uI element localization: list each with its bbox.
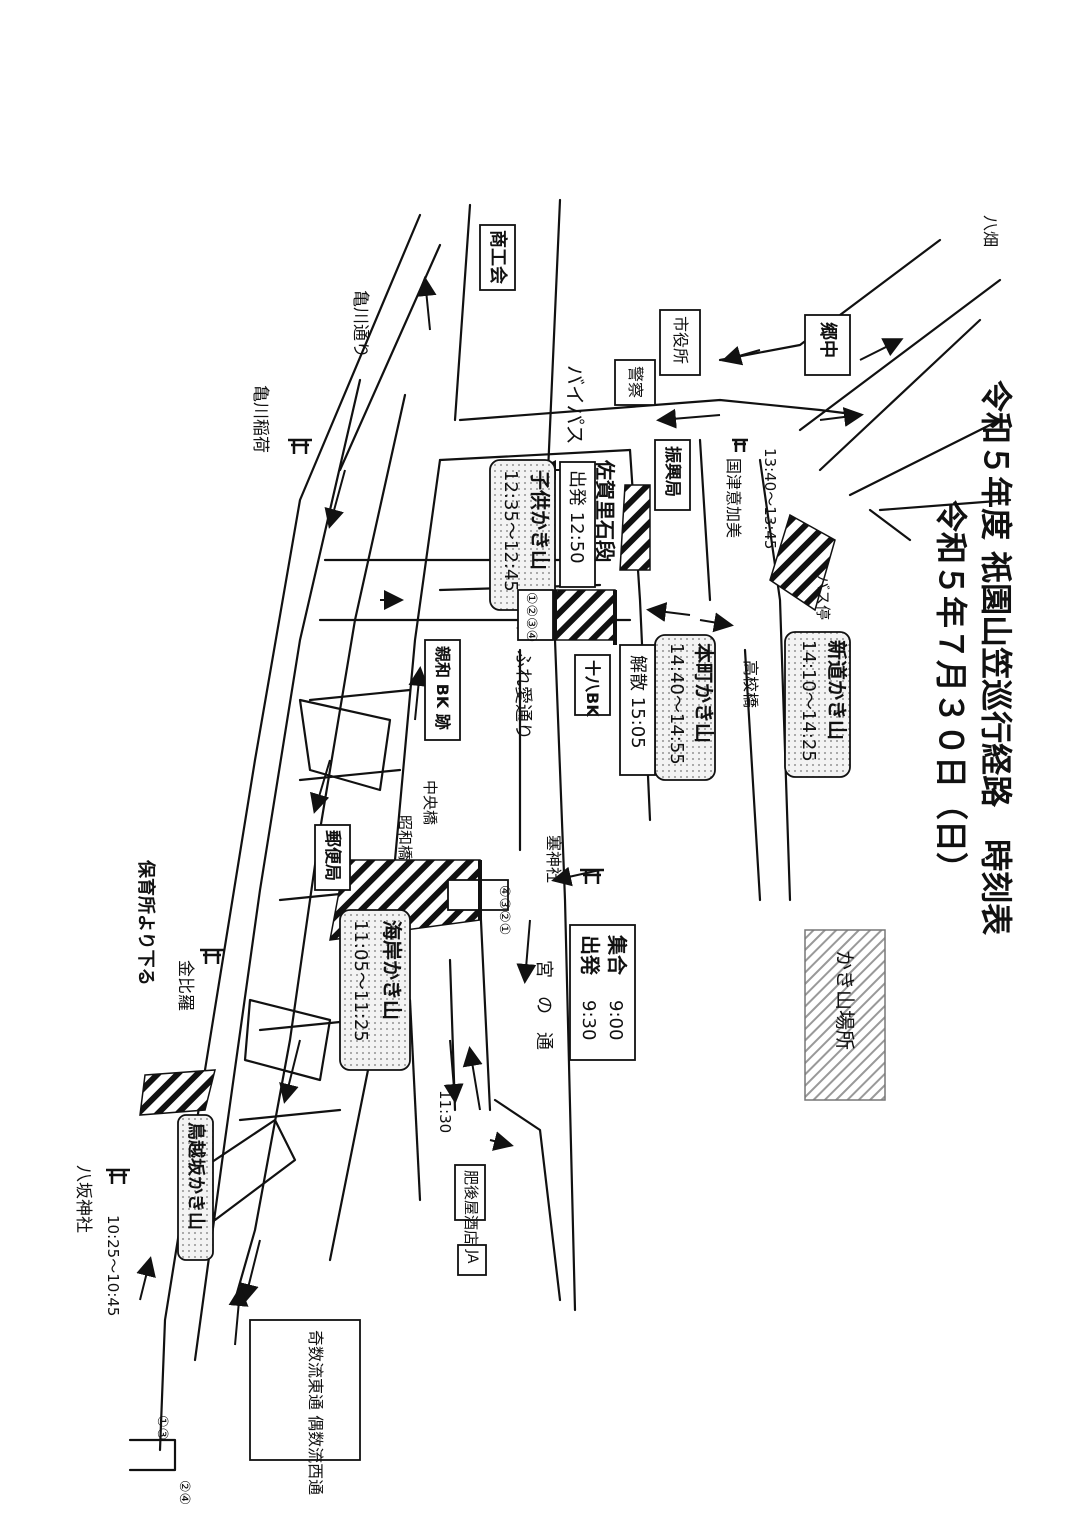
schedule-name: 新道かき山 bbox=[825, 640, 849, 740]
label-bypass: バイパス bbox=[563, 365, 587, 445]
shrine-icons bbox=[106, 438, 748, 1184]
schedule-boxes: 新道かき山 14:10～14:25 本町かき山 14:40～14:55 解散 1… bbox=[177, 459, 851, 1261]
schedule-box-shindo bbox=[784, 631, 851, 778]
street-labels: 八畑 バイパス 亀川通り 亀川稲荷 国津意加美 13:40～13:45 高校橋 … bbox=[73, 215, 1000, 1316]
schedule-name: 海岸かき山 bbox=[380, 920, 404, 1020]
label-shinwa-bk: 親和 BK 跡 bbox=[433, 646, 452, 730]
label-ja: JA bbox=[464, 1249, 480, 1264]
label-kokutsu-time: 13:40～13:45 bbox=[761, 448, 779, 549]
route-emphasis bbox=[478, 590, 617, 920]
label-kokutsu: 国津意加美 bbox=[724, 458, 743, 538]
label-miya-time: 11:30 bbox=[436, 1090, 454, 1133]
label-shokokai: 商工会 bbox=[487, 230, 509, 284]
label-yasaka-time: 10:25～10:45 bbox=[104, 1215, 122, 1316]
circle-group-yasaka-left: ①③ bbox=[154, 1415, 170, 1440]
schedule-time: 11:05～11:25 bbox=[350, 920, 371, 1042]
torii-icon bbox=[106, 1168, 130, 1184]
label-showa-bashi: 昭和橋 bbox=[396, 815, 414, 860]
schedule-box-kaigan bbox=[339, 909, 411, 1071]
title-block: 令和５年度 祇園山笠巡行経路 時刻表 令和５年７月３０日（日） bbox=[932, 380, 1015, 935]
page-date: 令和５年７月３０日（日） bbox=[932, 500, 970, 884]
label-chuo-bashi: 中央橋 bbox=[421, 780, 439, 825]
page-title: 令和５年度 祇園山笠巡行経路 時刻表 bbox=[977, 380, 1015, 935]
schedule-time: 9:00 bbox=[605, 1000, 626, 1040]
label-busstop: バス停 bbox=[814, 575, 832, 620]
hatch-area-saga bbox=[554, 589, 616, 641]
label-sainokami: 塞神社 bbox=[544, 835, 563, 883]
label-shiyakusho: 市役所 bbox=[671, 316, 690, 364]
label-miya-no-dori: 宮の通 bbox=[533, 960, 554, 1068]
schedule-box-gathering bbox=[569, 924, 636, 1061]
schedule-name: 本町かき山 bbox=[692, 643, 716, 743]
circle-group-yasaka-right: ②④ bbox=[176, 1480, 192, 1505]
label-hokoeya: 肥後屋酒店 bbox=[462, 1170, 480, 1245]
schedule-name: 集合 bbox=[605, 934, 629, 976]
label-shinkokyoku: 振興局 bbox=[662, 446, 683, 497]
legend-swatch bbox=[804, 929, 886, 1101]
schedule-time: 9:30 bbox=[578, 1000, 599, 1040]
label-torigoe-cross: 奇数流東通 偶数流西通 bbox=[306, 1330, 325, 1495]
label-kamegawa-dori: 亀川通り bbox=[350, 290, 370, 358]
label-koukoubashi: 高校橋 bbox=[741, 660, 760, 708]
schedule-time: 14:10～14:25 bbox=[798, 640, 819, 762]
torii-icon bbox=[732, 438, 748, 452]
label-hachihata: 八畑 bbox=[981, 215, 1000, 247]
schedule-time: 14:40～14:55 bbox=[666, 643, 687, 765]
schedule-name: 佐賀里石段 bbox=[593, 459, 617, 560]
torii-icon bbox=[200, 948, 224, 964]
label-juhachi-bk: 十八BK bbox=[583, 660, 602, 717]
hatch-area-torigoe bbox=[139, 1069, 216, 1116]
circle-group-saga: ①②③④ bbox=[523, 592, 539, 642]
schedule-box-kaisan bbox=[619, 644, 656, 776]
schedule-box-saga-start bbox=[559, 461, 596, 588]
schedule-time: 出発 12:50 bbox=[566, 470, 587, 564]
torii-icon bbox=[580, 868, 604, 884]
hatch-area-shindo bbox=[769, 513, 836, 612]
label-kamegawa-inari: 亀川稲荷 bbox=[250, 385, 270, 453]
schedule-box-torigoe bbox=[177, 1114, 214, 1261]
legend-label: かき山場所 bbox=[833, 950, 857, 1050]
label-hoikusho: 保育所より下る bbox=[135, 859, 157, 986]
label-gochu: 郷中 bbox=[817, 322, 839, 358]
hatch-area-shinkokyoku bbox=[619, 484, 651, 571]
label-yubinkyoku: 郵便局 bbox=[322, 830, 343, 881]
torii-icon bbox=[288, 438, 312, 454]
schedule-name: 鳥越坂かき山 bbox=[185, 1122, 207, 1230]
label-konpira: 金比羅 bbox=[175, 960, 195, 1011]
schedule-name: 子供かき山 bbox=[528, 470, 552, 570]
schedule-name: 出発 bbox=[578, 935, 602, 976]
kakiyama-hatched-areas bbox=[139, 484, 836, 1116]
circle-group-sai: ④③②① bbox=[496, 885, 512, 935]
label-yasaka: 八坂神社 bbox=[73, 1165, 93, 1233]
schedule-time: 12:35～12:45 bbox=[500, 470, 521, 592]
label-keisatsu: 警察 bbox=[626, 366, 645, 398]
label-fureai: ふれ愛通り bbox=[512, 650, 533, 740]
schedule-extra: 解散 15:05 bbox=[627, 655, 648, 749]
circle-markers: ①②③④ ④③②① ①③ ②④ bbox=[154, 589, 554, 1505]
legend: かき山場所 bbox=[804, 929, 886, 1101]
landmarks: 郷中 市役所 警察 商工会 振興局 十八BK 親和 BK 跡 郵便局 肥後屋酒店… bbox=[249, 224, 851, 1495]
